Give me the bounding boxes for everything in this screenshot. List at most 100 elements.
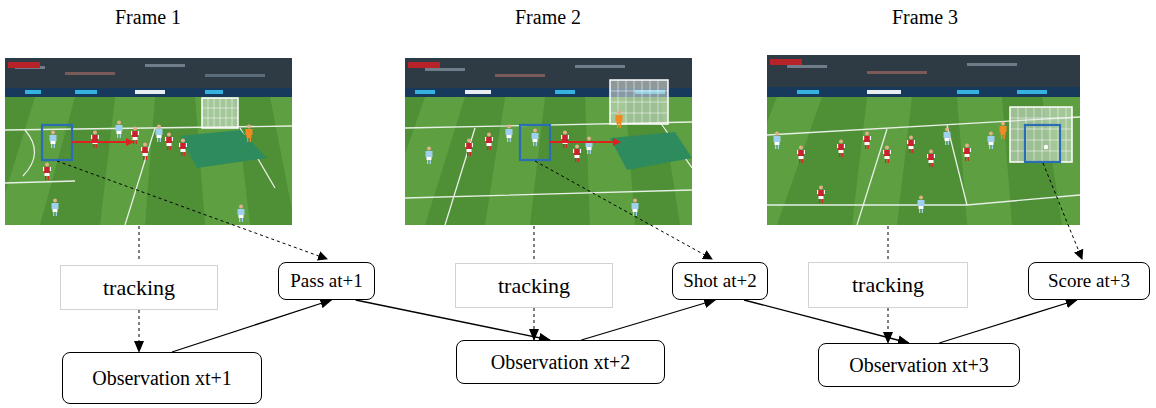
- process-box: tracking: [808, 262, 968, 308]
- illustration-part: [43, 163, 51, 181]
- illustration-part: [575, 65, 625, 68]
- illustration-part: [65, 72, 115, 75]
- illustration-part: [465, 90, 491, 94]
- illustration-part: [205, 90, 223, 94]
- state-box: Score at+3: [1028, 262, 1150, 300]
- frame-photo: [5, 58, 292, 225]
- illustration-part: [179, 139, 187, 157]
- illustration-part: [1017, 90, 1047, 94]
- tracking-arrow: [888, 308, 889, 343]
- node-text: Observation xt+1: [92, 367, 232, 390]
- node-text: tracking: [852, 272, 924, 298]
- illustration-part: [767, 87, 1080, 97]
- node-text: Observation xt+3: [849, 354, 989, 377]
- process-box: tracking: [455, 263, 613, 308]
- illustration-part: [1010, 107, 1072, 162]
- tracking-arrow: [139, 310, 140, 352]
- frame-title: Frame 2: [515, 6, 581, 29]
- illustration-part: [42, 125, 72, 160]
- illustration-part: [205, 74, 265, 77]
- illustration-part: [202, 98, 238, 128]
- node-text: tracking: [498, 273, 570, 299]
- illustration-part: [616, 111, 623, 129]
- illustration-part: [555, 90, 575, 94]
- illustration-part: [632, 199, 639, 217]
- leader-line: [888, 226, 889, 259]
- frame-title: Frame 3: [892, 6, 958, 29]
- illustration-part: [867, 71, 927, 74]
- illustration-part: [485, 133, 493, 151]
- illustration-part: [5, 126, 292, 225]
- illustration-part: [957, 90, 979, 94]
- illustration-part: [944, 128, 951, 146]
- illustration-part: [573, 145, 581, 163]
- illustration-part: [116, 121, 123, 139]
- illustration-part: [405, 97, 465, 225]
- illustration-part: [610, 132, 692, 170]
- illustration-part: [202, 98, 238, 128]
- illustration-part: [797, 146, 805, 164]
- node-text: Pass at+1: [290, 270, 362, 292]
- illustration-part: [767, 55, 1080, 89]
- illustration-part: [23, 130, 35, 176]
- illustration-part: [8, 62, 40, 68]
- illustration-part: [141, 143, 149, 161]
- illustration-part: [863, 132, 871, 150]
- leader-line: [534, 226, 535, 260]
- illustration-part: [957, 97, 1012, 225]
- illustration-part: [770, 59, 802, 65]
- state-box: Pass at+1: [278, 262, 375, 300]
- illustration-part: [408, 62, 440, 68]
- illustration-part: [532, 129, 539, 147]
- illustration-part: [550, 141, 620, 143]
- frame-photo: [767, 55, 1080, 225]
- frame-photo: [405, 58, 692, 225]
- illustration-part: [270, 97, 292, 225]
- illustration-part: [5, 88, 292, 97]
- illustration-part: [495, 74, 545, 77]
- illustration-part: [75, 90, 97, 94]
- state-box: Observation xt+3: [818, 343, 1020, 387]
- illustration-part: [5, 97, 75, 225]
- leader-lines: [57, 161, 1082, 262]
- illustration-part: [246, 125, 253, 143]
- illustration-part: [561, 131, 569, 149]
- illustration-part: [918, 196, 925, 214]
- illustration-part: [135, 90, 165, 94]
- illustration-part: [425, 68, 465, 71]
- tracking-arrow: [534, 308, 535, 340]
- node-text: Observation xt+2: [491, 351, 631, 374]
- illustration-part: [907, 136, 915, 154]
- node-text: Shot at+2: [683, 270, 757, 292]
- node-text: Score at+3: [1048, 270, 1130, 292]
- illustration-part: [852, 97, 912, 225]
- illustration-part: [967, 63, 1017, 66]
- illustration-part: [180, 130, 267, 168]
- illustration-part: [963, 144, 971, 162]
- illustration-part: [767, 55, 1080, 225]
- illustration-part: [1025, 125, 1060, 162]
- state-box: Observation xt+1: [62, 352, 262, 404]
- node-text: tracking: [103, 275, 175, 301]
- frame-title: Frame 1: [115, 6, 181, 29]
- illustration-part: [165, 133, 173, 151]
- leader-arrow: [535, 161, 712, 259]
- illustration-part: [465, 139, 473, 157]
- illustration-part: [520, 125, 550, 160]
- state-box: Shot at+2: [672, 262, 768, 300]
- leader-arrow: [57, 161, 327, 259]
- illustration-part: [927, 150, 935, 168]
- illustration-part: [1044, 145, 1048, 149]
- illustration-part: [797, 90, 819, 94]
- illustration-part: [787, 65, 827, 68]
- illustration-part: [1010, 107, 1072, 162]
- illustration-part: [426, 147, 433, 165]
- illustration-part: [405, 122, 692, 225]
- illustration-part: [156, 125, 163, 143]
- illustration-part: [145, 64, 185, 67]
- illustration-part: [883, 146, 891, 164]
- illustration-part: [5, 58, 292, 90]
- illustration-part: [25, 90, 41, 94]
- state-box: Observation xt+2: [456, 340, 665, 384]
- leader-arrow: [1043, 163, 1082, 259]
